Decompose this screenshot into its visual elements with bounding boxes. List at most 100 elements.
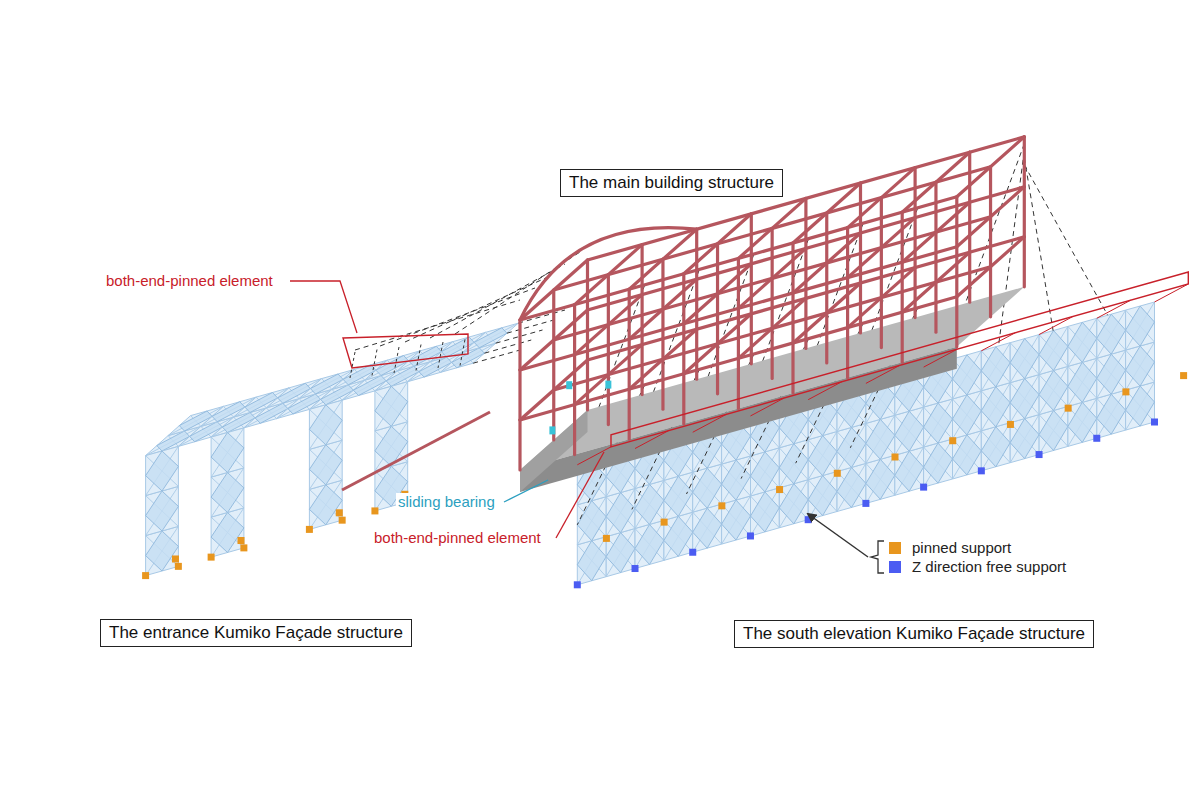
frame-beam (848, 218, 916, 278)
frame-column (607, 275, 610, 425)
kumiko-diamond (779, 484, 808, 524)
support-mark (172, 555, 179, 562)
kumiko-diamond (837, 468, 866, 508)
legend-text: Z direction free support (912, 558, 1066, 576)
frame-beam (684, 214, 752, 274)
frame-beam (738, 198, 806, 258)
frame-column (716, 244, 719, 394)
legend-text: pinned support (912, 539, 1011, 557)
frame-beam (575, 345, 643, 405)
pinned-link (693, 414, 727, 432)
support-mark (920, 484, 927, 491)
frame-beam (957, 187, 1025, 247)
frame-column (913, 168, 916, 318)
dashed-link (1024, 165, 1107, 315)
support-mark (632, 565, 639, 572)
kumiko-diamond (693, 508, 722, 548)
pinned-link (635, 431, 669, 449)
frame-column (901, 212, 904, 362)
caption-text: The main building structure (569, 173, 774, 193)
frame-beam (520, 360, 588, 420)
lattice-panel (375, 382, 408, 431)
kumiko-diamond (577, 501, 606, 541)
kumiko-diamond (866, 419, 895, 459)
kumiko-diamond (1126, 346, 1155, 386)
pinned-element (343, 334, 468, 368)
callout-label: both-end-pinned element (372, 529, 543, 547)
kumiko-diamond (635, 525, 664, 565)
kumiko-diamond (211, 473, 244, 513)
dashed-link (438, 342, 443, 368)
kumiko-diamond (375, 426, 408, 466)
support-mark (240, 544, 247, 551)
lattice-bar (375, 382, 408, 431)
support-mark (1180, 372, 1187, 379)
support-mark (1093, 435, 1100, 442)
kumiko-diamond (866, 459, 895, 499)
kumiko-diamond (1039, 371, 1068, 411)
kumiko-diamond (1010, 339, 1039, 379)
frame-column (750, 214, 753, 364)
frame-beam (902, 202, 970, 262)
frame-column (737, 258, 740, 408)
lattice-panel (953, 351, 982, 399)
frame-column (695, 229, 698, 379)
pinned-link (750, 398, 784, 416)
frame-beam (848, 168, 916, 228)
frame-column (640, 245, 643, 395)
kumiko-diamond (981, 387, 1010, 427)
kumiko-diamond (981, 347, 1010, 387)
kumiko-diamond (981, 427, 1010, 467)
support-mark (142, 572, 149, 579)
main-frame (520, 137, 1024, 492)
support-mark (238, 537, 245, 544)
kumiko-diamond (146, 531, 179, 571)
kumiko-diamond (606, 493, 635, 533)
lattice-bar (463, 323, 518, 352)
caption-text: The entrance Kumiko Façade structure (109, 623, 403, 643)
frame-column (771, 228, 774, 378)
lattice-bar (1010, 335, 1039, 383)
sliding-bearing (566, 381, 572, 389)
dashed-link (394, 347, 399, 373)
frame-column (825, 213, 828, 363)
member-rod (342, 412, 490, 490)
dashed-link (372, 350, 377, 376)
callout-label: sliding bearing (396, 493, 497, 511)
lattice-panel (1010, 335, 1039, 383)
frame-beam (629, 229, 697, 289)
frame-beam (793, 183, 861, 243)
kumiko-diamond (211, 433, 244, 473)
support-mark (892, 454, 899, 461)
kumiko-diamond (1097, 314, 1126, 354)
frame-beam (793, 233, 861, 293)
members (342, 272, 1188, 490)
support-mark (776, 486, 783, 493)
lattice-panel (1068, 318, 1097, 366)
frame-column (682, 274, 685, 424)
frame-column (552, 290, 555, 440)
kumiko-diamond (309, 485, 342, 525)
frame-column (804, 198, 807, 348)
frame-column (628, 289, 631, 439)
support-mark (336, 509, 343, 516)
frame-column (880, 198, 883, 348)
pointer-arrow (808, 514, 868, 557)
lattice-panel (1039, 326, 1068, 374)
support-mark (834, 470, 841, 477)
lattice-bar (1126, 302, 1155, 350)
leader-line (290, 281, 357, 333)
frame-beam (629, 329, 697, 389)
kumiko-diamond (309, 405, 342, 445)
support-mark (603, 535, 610, 542)
dashed-link (405, 276, 550, 342)
kumiko-diamond (146, 451, 179, 491)
lattice-panel (309, 400, 342, 449)
kumiko-diamond (146, 491, 179, 531)
kumiko-diamond (664, 476, 693, 516)
frame-beam (575, 295, 643, 355)
support-mark (747, 532, 754, 539)
frame-beam (848, 268, 916, 328)
pinned-link (1097, 300, 1131, 318)
caption-box: The main building structure (560, 169, 783, 197)
